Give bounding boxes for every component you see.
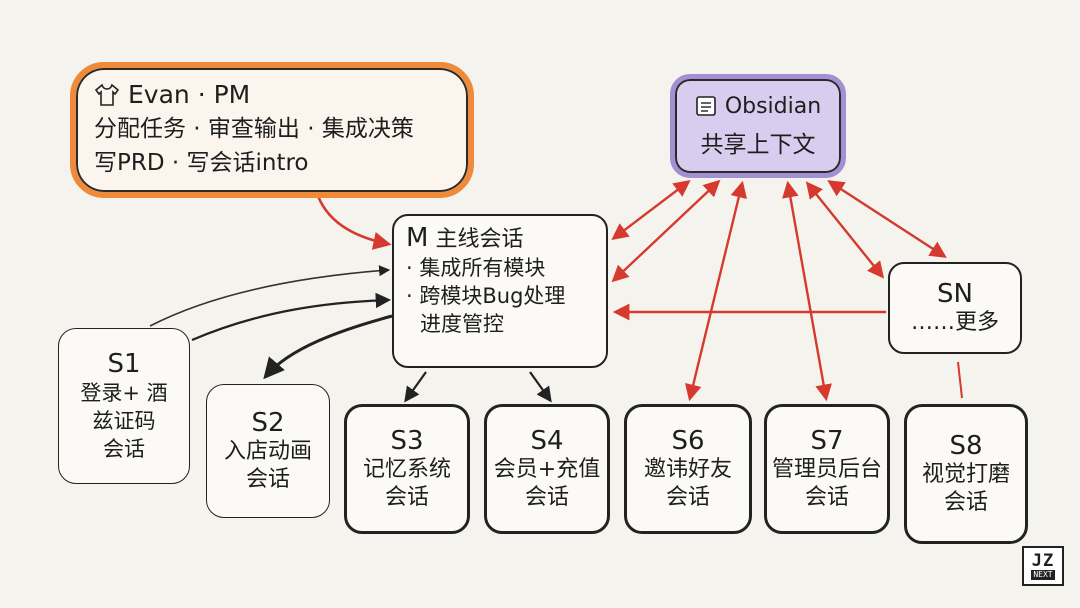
session-s8-id: S8 <box>949 431 983 461</box>
session-s2-id: S2 <box>251 408 285 438</box>
arrow-sn-obsidian-1 <box>805 181 885 279</box>
pm-box: Evan · PM 分配任务 · 审查输出 · 集成决策 写PRD · 写会话i… <box>70 62 474 198</box>
session-s4-box: S4 会员+充值 会话 <box>484 404 610 534</box>
logo-sub: NEXT <box>1031 570 1055 580</box>
session-s1-line1: 登录+ 酒 <box>80 381 168 405</box>
arrow-s7-obsidian <box>782 180 832 402</box>
session-s1-line3: 会话 <box>103 437 145 461</box>
main-line-1: · 集成所有模块 <box>406 256 546 280</box>
session-s6-line1: 邀讳好友 <box>643 457 732 482</box>
obsidian-subtitle: 共享上下文 <box>700 131 816 158</box>
line-s8-sn <box>957 361 963 399</box>
arrow-main-to-s3 <box>404 371 427 403</box>
session-s1-line2: 兹证码 <box>92 409 156 433</box>
obsidian-name: Obsidian <box>724 93 822 119</box>
session-s4-id: S4 <box>530 426 564 456</box>
session-s6-id: S6 <box>671 426 705 456</box>
session-sn-id: SN <box>937 279 973 309</box>
session-s8-box: S8 视觉打磨 会话 <box>904 404 1028 544</box>
session-sn-box: SN ……更多 <box>888 262 1022 354</box>
session-s7-line2: 会话 <box>804 485 849 510</box>
session-s3-line1: 记忆系统 <box>362 457 451 482</box>
arrow-pm-to-main <box>316 195 392 250</box>
jz-next-logo: JZ NEXT <box>1022 546 1064 586</box>
obsidian-box: Obsidian 共享上下文 <box>670 74 846 178</box>
pm-duties-1: 分配任务 · 审查输出 · 集成决策 <box>94 116 414 142</box>
session-s6-box: S6 邀讳好友 会话 <box>624 404 752 534</box>
session-s7-id: S7 <box>810 426 844 456</box>
arrow-s1-to-main-1 <box>149 265 391 327</box>
pm-duties-2: 写PRD · 写会话intro <box>94 150 309 176</box>
arrow-s1-to-main-2 <box>191 292 392 342</box>
note-icon <box>696 96 716 116</box>
session-s8-line2: 会话 <box>943 490 988 515</box>
arrow-main-to-s2 <box>263 314 393 380</box>
session-s1-id: S1 <box>107 349 141 379</box>
session-s6-line2: 会话 <box>665 485 710 510</box>
session-s7-line1: 管理员后台 <box>771 457 882 482</box>
session-s8-line1: 视觉打磨 <box>921 462 1010 487</box>
shirt-icon <box>94 83 120 106</box>
main-title: 主线会话 <box>435 227 524 252</box>
arrow-sn-obsidian-2 <box>827 180 947 258</box>
arrow-main-obsidian-1 <box>611 179 691 241</box>
main-line-3: 进度管控 <box>420 312 504 336</box>
main-letter: M <box>406 223 429 253</box>
session-s1-box: S1 登录+ 酒 兹证码 会话 <box>58 328 190 484</box>
arrow-s6-obsidian <box>685 180 747 402</box>
main-line-2: · 跨模块Bug处理 <box>406 284 566 308</box>
session-s2-line2: 会话 <box>245 467 290 492</box>
session-s2-line1: 入店动画 <box>223 439 312 464</box>
session-s3-line2: 会话 <box>384 485 429 510</box>
pm-title: Evan · PM <box>128 80 251 109</box>
arrow-main-obsidian-2 <box>611 179 721 283</box>
session-s3-box: S3 记忆系统 会话 <box>344 404 470 534</box>
arrow-main-to-s4 <box>529 371 552 403</box>
main-session-box: M 主线会话 · 集成所有模块 · 跨模块Bug处理 进度管控 <box>392 214 608 368</box>
session-s2-box: S2 入店动画 会话 <box>206 384 330 518</box>
session-s7-box: S7 管理员后台 会话 <box>764 404 890 534</box>
session-s4-line2: 会话 <box>524 485 569 510</box>
session-sn-label: ……更多 <box>910 310 999 335</box>
session-s3-id: S3 <box>390 426 424 456</box>
session-s4-line1: 会员+充值 <box>493 457 601 482</box>
logo-mark: JZ <box>1031 551 1055 571</box>
